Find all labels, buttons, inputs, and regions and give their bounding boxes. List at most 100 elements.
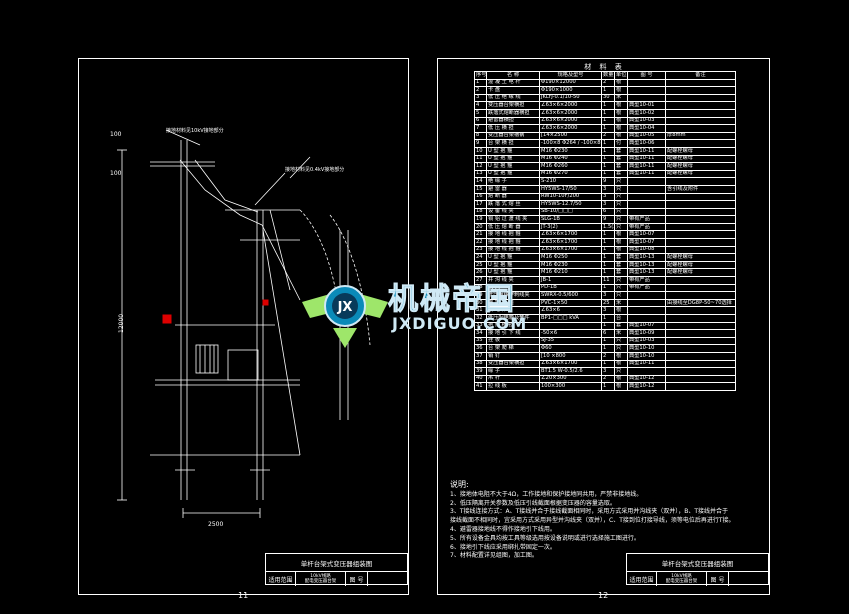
table-cell: BT1.5 W-0.5/2.6 [539, 367, 602, 376]
table-cell: 根 [614, 359, 628, 369]
table-cell: 37 [474, 351, 487, 361]
table-cell: 台 [614, 314, 628, 323]
table-cell: 1 [601, 139, 615, 148]
table-cell: 41 [474, 382, 487, 391]
table-cell [665, 314, 736, 323]
table-cell: 配螺栓螺母 [665, 146, 736, 156]
material-table-header: 序号名 称规格及型号数量单位图 号备注 [474, 71, 736, 80]
table-cell: 典型10-10 [627, 344, 666, 353]
table-cell: 只 [614, 177, 628, 186]
table-cell: 根 [614, 101, 628, 110]
table-cell: 熔 断 器 [486, 192, 540, 202]
table-cell: 典型10-01 [627, 101, 666, 110]
table-cell: 配螺栓螺母 [665, 154, 736, 164]
table-cell: [10 ×800 [539, 351, 602, 361]
table-cell: 变压器台架槽钢 [486, 131, 540, 141]
table-cell: 套 [614, 253, 628, 262]
table-cell: 只 [614, 367, 628, 376]
table-cell: 典型10-11 [627, 162, 666, 171]
table-cell: 根 [614, 351, 628, 361]
table-cell: 典型10-11 [627, 169, 666, 179]
table-cell [665, 177, 736, 186]
table-cell [627, 306, 666, 315]
table-cell: 典型10-11 [627, 154, 666, 164]
table-cell: 带有产品 [627, 283, 666, 293]
table-cell: 接 地 线 抱 箍 [486, 245, 540, 255]
table-cell [665, 124, 736, 133]
table-cell: S-210 [539, 177, 602, 186]
table-cell: SB-10/□□□ [539, 207, 602, 217]
dim-100-mid: 100 [110, 170, 122, 177]
table-cell: 3 [601, 200, 615, 209]
table-cell: 11 [474, 154, 487, 164]
table-cell: Φ190×12000 [539, 78, 602, 88]
table-cell: 套 [614, 162, 628, 171]
table-cell [627, 291, 666, 300]
material-table-header-cell: 名 称 [486, 71, 540, 80]
table-cell: 14 [474, 177, 487, 186]
table-cell: 1 [601, 344, 615, 353]
table-cell: 23 [474, 245, 487, 255]
table-cell: 10 [474, 146, 487, 156]
dim-12000: 12000 [118, 314, 125, 333]
table-cell: 1 [601, 260, 615, 270]
table-cell [627, 177, 666, 186]
table-cell: 22 [474, 238, 487, 247]
table-cell: 1 [601, 359, 615, 369]
table-cell: 典型10-08 [627, 245, 666, 255]
left-scope-label: 适用范围 [266, 572, 296, 586]
table-cell: 根 [614, 108, 628, 118]
table-cell: 典型10-11 [627, 359, 666, 369]
table-cell: 配螺栓螺母 [665, 253, 736, 262]
right-scope-value-2: 配电变压器台架 [665, 579, 698, 584]
right-page-number: 12 [598, 591, 609, 600]
material-table-header-cell: 数量 [601, 71, 615, 80]
table-cell: 根 [614, 238, 628, 247]
table-cell: 1 [601, 253, 615, 262]
table-cell: 销 钉 [486, 351, 540, 361]
table-cell: M16 Φ230 [539, 146, 602, 156]
table-cell: 21 [474, 230, 487, 240]
table-cell: 5 [474, 108, 487, 118]
table-cell: 带有产品 [627, 276, 666, 285]
table-cell [665, 351, 736, 361]
table-cell [627, 367, 666, 376]
table-cell [665, 321, 736, 331]
table-cell: 1 [601, 169, 615, 179]
table-cell: 1 [601, 230, 615, 240]
note-grounding-04kv: 接地材料见0.4kV接地部分 [285, 166, 344, 173]
table-cell [665, 101, 736, 110]
table-cell: 典型10-09 [627, 329, 666, 338]
table-cell: 2 [601, 374, 615, 384]
table-cell: 只 [614, 192, 628, 202]
table-cell: Φ190×1000 [539, 86, 602, 95]
left-fig-number [368, 572, 407, 586]
table-cell [665, 230, 736, 240]
table-cell: 1 [474, 78, 487, 88]
table-cell [665, 344, 736, 353]
table-cell: M16 Φ270 [539, 169, 602, 179]
table-cell: 4 [474, 101, 487, 110]
left-drawing-sheet [78, 58, 409, 595]
table-cell: 1 [601, 146, 615, 156]
table-cell: U 型 抱 箍 [486, 146, 540, 156]
table-cell: 39 [474, 367, 487, 376]
dim-2500: 2500 [208, 521, 223, 528]
watermark-logo-text: JX [337, 300, 353, 315]
table-cell: RW10-10F/200 [539, 192, 602, 202]
table-cell: 典型10-03 [627, 116, 666, 126]
table-cell [665, 108, 736, 118]
left-title-text: 单杆台架式变压器组装图 [300, 559, 373, 568]
